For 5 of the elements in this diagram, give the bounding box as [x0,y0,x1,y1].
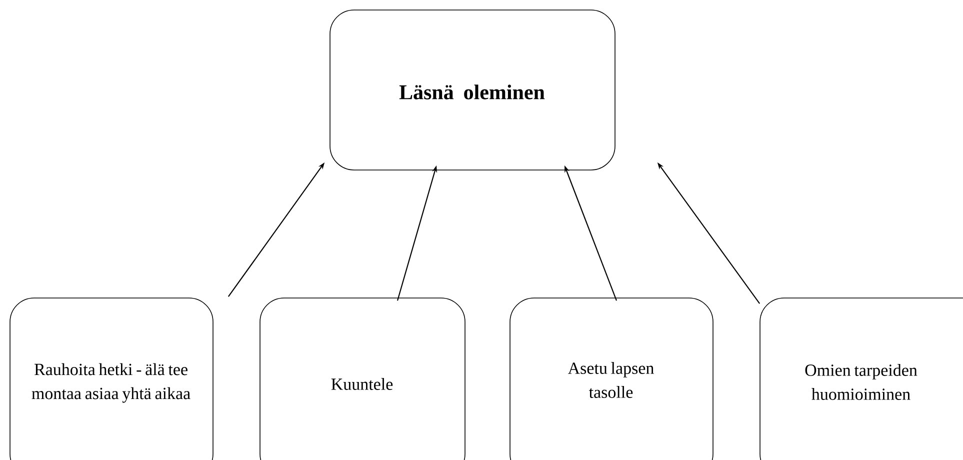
process-box: Kuuntele [260,298,466,460]
process-box: Omien tarpeiden huomioiminen [760,298,963,460]
process-box: Rauhoita hetki - älä tee montaa asiaa yhtä aikaa [10,298,214,460]
process-box: Asetu lapsen tasolle [510,298,714,460]
title-box: Läsnä oleminen [330,10,616,170]
